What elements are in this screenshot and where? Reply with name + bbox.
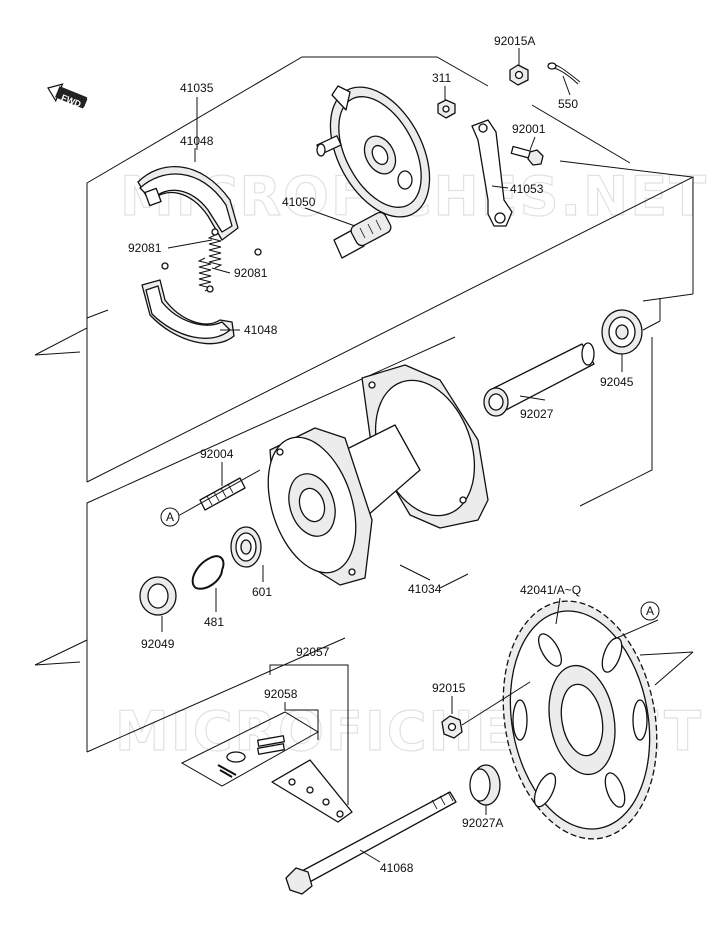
label-41035: 41035 bbox=[180, 81, 214, 95]
label-311: 311 bbox=[432, 71, 451, 85]
label-41048-bottom: 41048 bbox=[244, 323, 278, 337]
torque-link bbox=[471, 119, 513, 227]
svg-text:A: A bbox=[166, 510, 174, 524]
label-481: 481 bbox=[204, 615, 224, 629]
label-92057: 92057 bbox=[296, 645, 330, 659]
oil-seal-92049 bbox=[139, 576, 177, 616]
label-41048-top: 41048 bbox=[180, 134, 214, 148]
bearing-92045 bbox=[601, 309, 643, 355]
label-92027a: 92027A bbox=[462, 816, 503, 830]
bolt-92001 bbox=[510, 145, 544, 166]
label-550: 550 bbox=[558, 97, 578, 111]
label-42041: 42041/A~Q bbox=[520, 583, 581, 597]
chain-joint-kit bbox=[180, 711, 353, 823]
brake-group-frame bbox=[34, 56, 694, 483]
label-92081-right: 92081 bbox=[234, 266, 268, 280]
circlip-481 bbox=[191, 555, 225, 590]
brake-cam bbox=[333, 211, 392, 259]
hub-group-frame bbox=[34, 293, 694, 753]
label-92004: 92004 bbox=[200, 447, 234, 461]
label-92058: 92058 bbox=[264, 687, 298, 701]
cotter-pin bbox=[547, 62, 581, 85]
ref-marker-hub: A bbox=[160, 507, 180, 527]
nut-92015 bbox=[441, 715, 463, 739]
leader-lines bbox=[161, 48, 659, 863]
fwd-arrow-icon bbox=[47, 83, 88, 109]
label-92015a: 92015A bbox=[494, 34, 535, 48]
label-41050: 41050 bbox=[282, 195, 316, 209]
nut-311 bbox=[437, 99, 456, 119]
ref-marker-sprocket: A bbox=[640, 601, 660, 621]
spacer-92027 bbox=[483, 342, 595, 417]
nut-92015a bbox=[509, 64, 529, 86]
brake-panel bbox=[316, 85, 431, 218]
callout-labels: 41035 41048 92081 92081 41048 41050 311 … bbox=[128, 34, 634, 875]
collar-92027a bbox=[469, 764, 501, 806]
brake-shoe-lower bbox=[141, 279, 235, 345]
label-41053: 41053 bbox=[510, 182, 544, 196]
label-41034: 41034 bbox=[408, 582, 442, 596]
label-92027: 92027 bbox=[520, 407, 554, 421]
label-92001: 92001 bbox=[512, 122, 546, 136]
label-92081-left: 92081 bbox=[128, 241, 162, 255]
label-41068: 41068 bbox=[380, 861, 414, 875]
bearing-601 bbox=[230, 526, 262, 568]
stud-92004 bbox=[199, 477, 246, 511]
rear-sprocket bbox=[502, 600, 658, 840]
label-92015: 92015 bbox=[432, 681, 466, 695]
spring-right bbox=[197, 248, 262, 293]
label-92045: 92045 bbox=[600, 375, 634, 389]
spring-left bbox=[161, 228, 223, 270]
brake-shoe-upper bbox=[137, 166, 239, 241]
wheel-hub bbox=[267, 364, 489, 586]
rear-axle bbox=[285, 791, 457, 895]
label-92049: 92049 bbox=[141, 637, 175, 651]
svg-text:A: A bbox=[646, 604, 654, 618]
label-601: 601 bbox=[252, 585, 272, 599]
